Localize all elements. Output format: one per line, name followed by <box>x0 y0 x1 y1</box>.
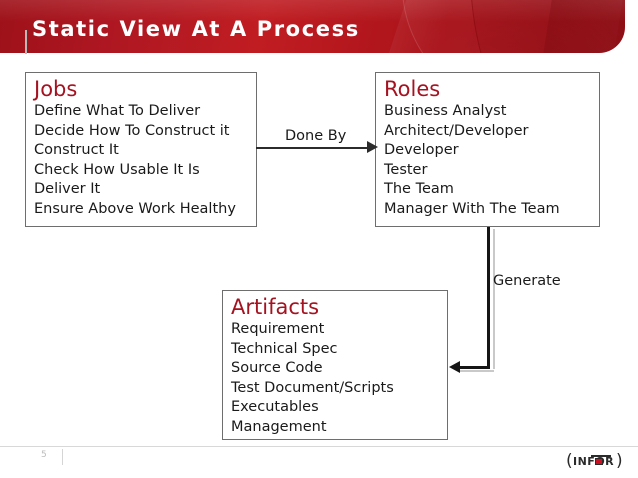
roles-item: The Team <box>384 181 454 198</box>
logo-bar-icon <box>591 455 611 457</box>
footer-divider-rule <box>0 446 638 447</box>
roles-box: Roles Business Analyst Architect/Develop… <box>375 72 600 227</box>
roles-item: Business Analyst <box>384 103 507 119</box>
generate-arrow-horizontal-segment <box>458 366 490 369</box>
title-accent-tick <box>25 30 27 54</box>
done-by-arrowhead-icon <box>367 141 378 153</box>
header-swoosh-band-dark <box>536 0 625 53</box>
jobs-item: Ensure Above Work Healthy <box>34 200 236 217</box>
roles-item: Manager With The Team <box>384 200 560 217</box>
jobs-item: Check How Usable It Is <box>34 161 200 178</box>
header-gloss-overlay <box>0 0 625 22</box>
roles-item: Architect/Developer <box>384 122 529 139</box>
artifacts-item: Technical Spec <box>231 340 338 357</box>
generate-arrow-vertical-segment <box>487 227 490 369</box>
roles-box-title: Roles <box>384 77 441 101</box>
artifacts-box-title: Artifacts <box>231 295 320 319</box>
generate-label: Generate <box>493 273 561 289</box>
generate-arrowhead-icon <box>449 361 460 373</box>
roles-item: Developer <box>384 142 459 159</box>
artifacts-box: Artifacts Requirement Technical Spec Sou… <box>222 290 448 440</box>
logo-left-paren-icon: ( <box>566 451 573 471</box>
footer-vertical-divider <box>62 449 63 465</box>
done-by-label: Done By <box>285 128 347 144</box>
done-by-arrow-line <box>256 147 374 149</box>
artifacts-item: Requirement <box>231 321 325 337</box>
jobs-item: Construct It <box>34 142 119 159</box>
artifacts-item: Executables <box>231 399 319 416</box>
jobs-box-title: Jobs <box>34 77 78 101</box>
artifacts-item: Source Code <box>231 360 323 377</box>
logo-wordmark: INFOR <box>573 455 615 468</box>
jobs-box: Jobs Define What To Deliver Decide How T… <box>25 72 257 227</box>
jobs-item: Decide How To Construct it <box>34 122 230 139</box>
jobs-item: Deliver It <box>34 181 101 198</box>
roles-item: Tester <box>384 161 428 178</box>
artifacts-item: Test Document/Scripts <box>231 379 394 396</box>
jobs-item: Define What To Deliver <box>34 103 201 119</box>
page-number: 5 <box>41 450 47 460</box>
generate-arrow-horizontal-shadow <box>459 370 494 372</box>
generate-arrow-vertical-shadow <box>493 229 495 369</box>
infor-logo: ( INFOR ) <box>566 452 624 472</box>
logo-red-square-icon <box>595 458 603 465</box>
logo-right-paren-icon: ) <box>616 451 623 471</box>
artifacts-item: Management <box>231 418 327 435</box>
page-title: Static View At A Process <box>32 17 360 41</box>
